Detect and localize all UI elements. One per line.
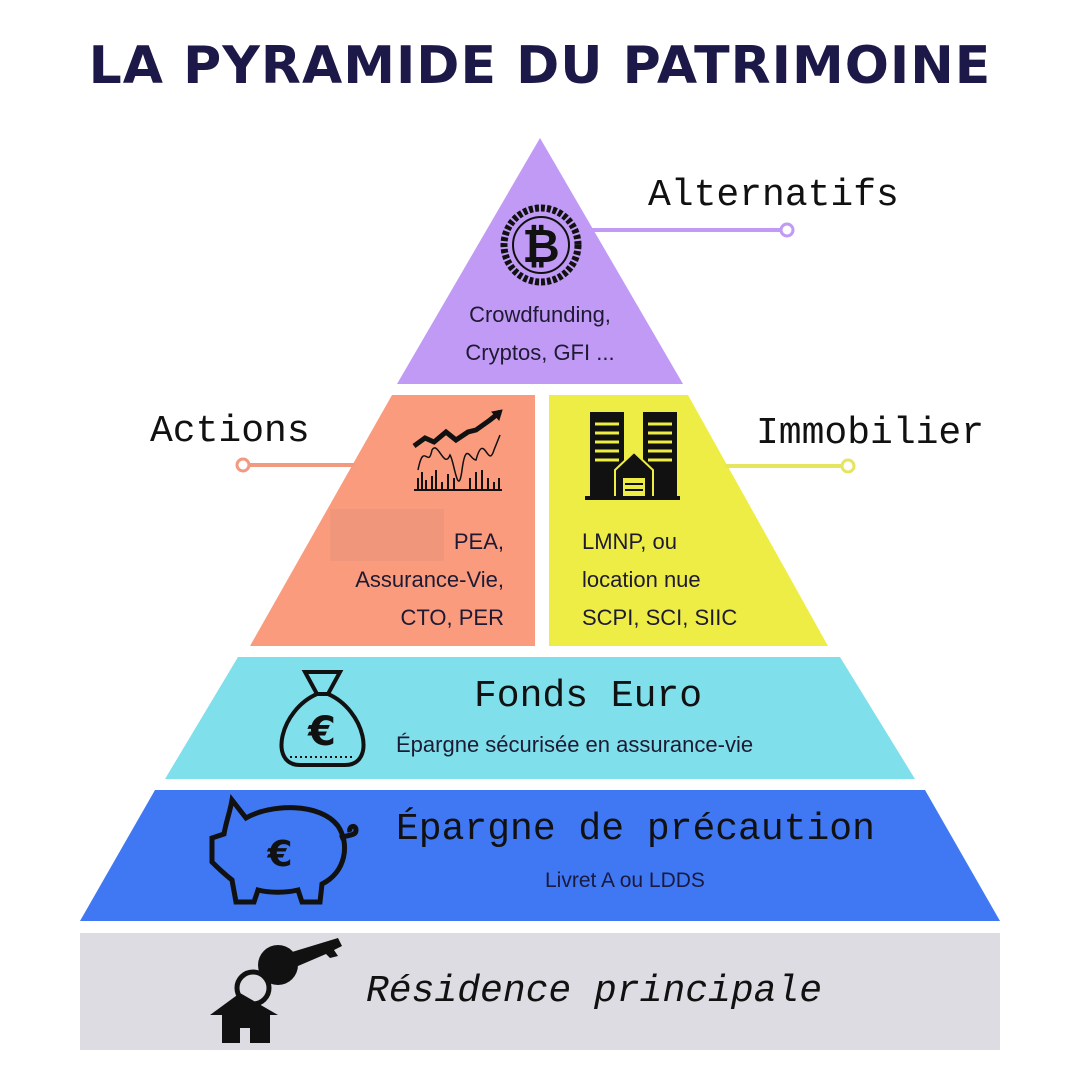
epargne-label: Épargne de précaution — [396, 808, 875, 851]
page-title: LA PYRAMIDE DU PATRIMOINE — [88, 36, 992, 96]
actions-line: PEA, — [453, 529, 504, 554]
immobilier-label: Immobilier — [756, 412, 985, 455]
alternatifs-tier — [397, 138, 683, 384]
actions-desc: PEA, Assurance-Vie, CTO, PER — [280, 523, 504, 637]
fonds-euro-label: Fonds Euro — [474, 675, 703, 718]
redacted-box — [330, 509, 444, 561]
alternatifs-desc: Crowdfunding, Cryptos, GFI ... — [397, 296, 683, 372]
fonds-euro-tier — [165, 657, 915, 779]
epargne-subtitle: Livret A ou LDDS — [545, 869, 705, 892]
alternatifs-label: Alternatifs — [648, 174, 899, 217]
alternatifs-line: Cryptos, GFI ... — [465, 340, 615, 365]
money-bag-euro-icon: € — [279, 670, 366, 767]
immobilier-line: location nue — [582, 567, 701, 592]
fonds-euro-subtitle: Épargne sécurisée en assurance-vie — [396, 732, 754, 757]
actions-line: Assurance-Vie, — [355, 567, 504, 592]
piggy-bank-euro-icon: € — [209, 793, 359, 905]
epargne-tier — [80, 790, 1000, 921]
immobilier-desc: LMNP, ou location nue SCPI, SCI, SIIC — [582, 523, 737, 637]
actions-connector — [235, 457, 355, 473]
immobilier-line: SCPI, SCI, SIIC — [582, 605, 738, 630]
svg-text:€: € — [307, 709, 336, 755]
alternatifs-line: Crowdfunding, — [469, 302, 611, 327]
actions-line: CTO, PER — [400, 605, 504, 630]
svg-text:₿: ₿ — [522, 219, 560, 273]
house-key-icon — [210, 938, 342, 1043]
immobilier-line: LMNP, ou — [582, 529, 677, 554]
svg-text:€: € — [266, 834, 292, 875]
alternatifs-connector — [592, 222, 795, 238]
bitcoin-coin-icon: ₿ — [500, 204, 582, 286]
buildings-icon — [585, 412, 680, 500]
actions-label: Actions — [150, 410, 310, 453]
immobilier-connector — [725, 458, 856, 474]
residence-label: Résidence principale — [366, 970, 823, 1013]
stock-chart-icon — [412, 409, 503, 491]
